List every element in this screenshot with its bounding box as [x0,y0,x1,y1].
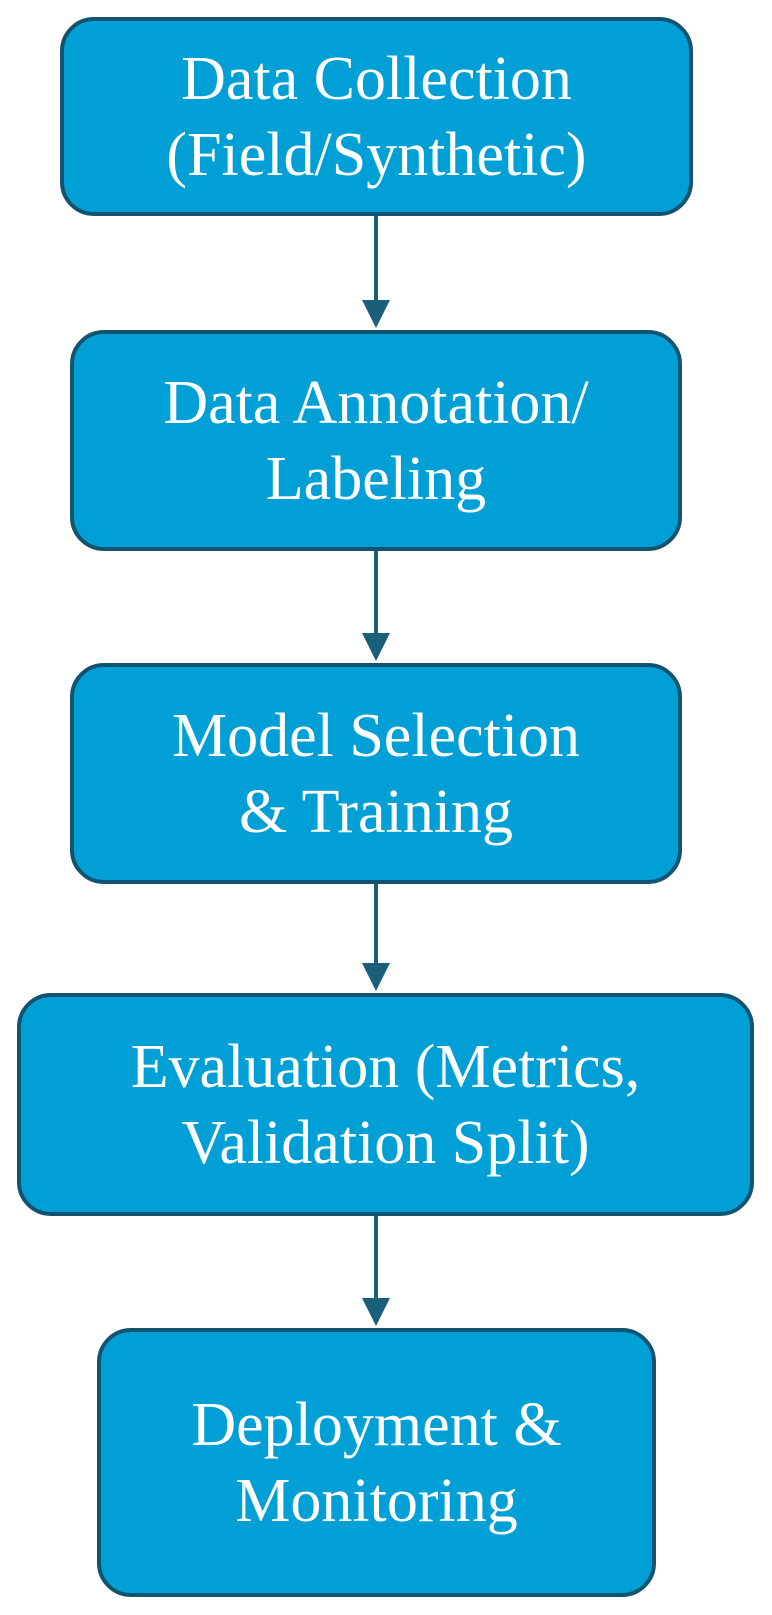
step-evaluation: Evaluation (Metrics, Validation Split) [17,993,754,1216]
arrowhead-3-to-4 [362,963,390,991]
step-evaluation-line-1: Evaluation (Metrics, [130,1032,641,1101]
step-data-collection-line-2: (Field/Synthetic) [166,120,587,189]
arrowhead-4-to-5 [362,1298,390,1326]
step-deployment-line-1: Deployment & [191,1390,562,1459]
step-model-selection: Model Selection & Training [70,663,682,884]
step-deployment-line-2: Monitoring [235,1466,518,1535]
step-evaluation-line-2: Validation Split) [181,1108,590,1177]
step-data-annotation-line-2: Labeling [265,444,487,513]
step-model-selection-line-2: & Training [239,777,513,846]
step-data-collection: Data Collection (Field/Synthetic) [60,17,693,216]
step-data-annotation: Data Annotation/ Labeling [70,330,682,551]
arrowhead-2-to-3 [362,633,390,661]
step-data-annotation-line-1: Data Annotation/ [163,368,589,437]
step-model-selection-line-1: Model Selection [171,701,581,770]
arrowhead-1-to-2 [362,300,390,328]
step-deployment: Deployment & Monitoring [97,1328,656,1597]
step-data-collection-line-1: Data Collection [181,44,572,113]
